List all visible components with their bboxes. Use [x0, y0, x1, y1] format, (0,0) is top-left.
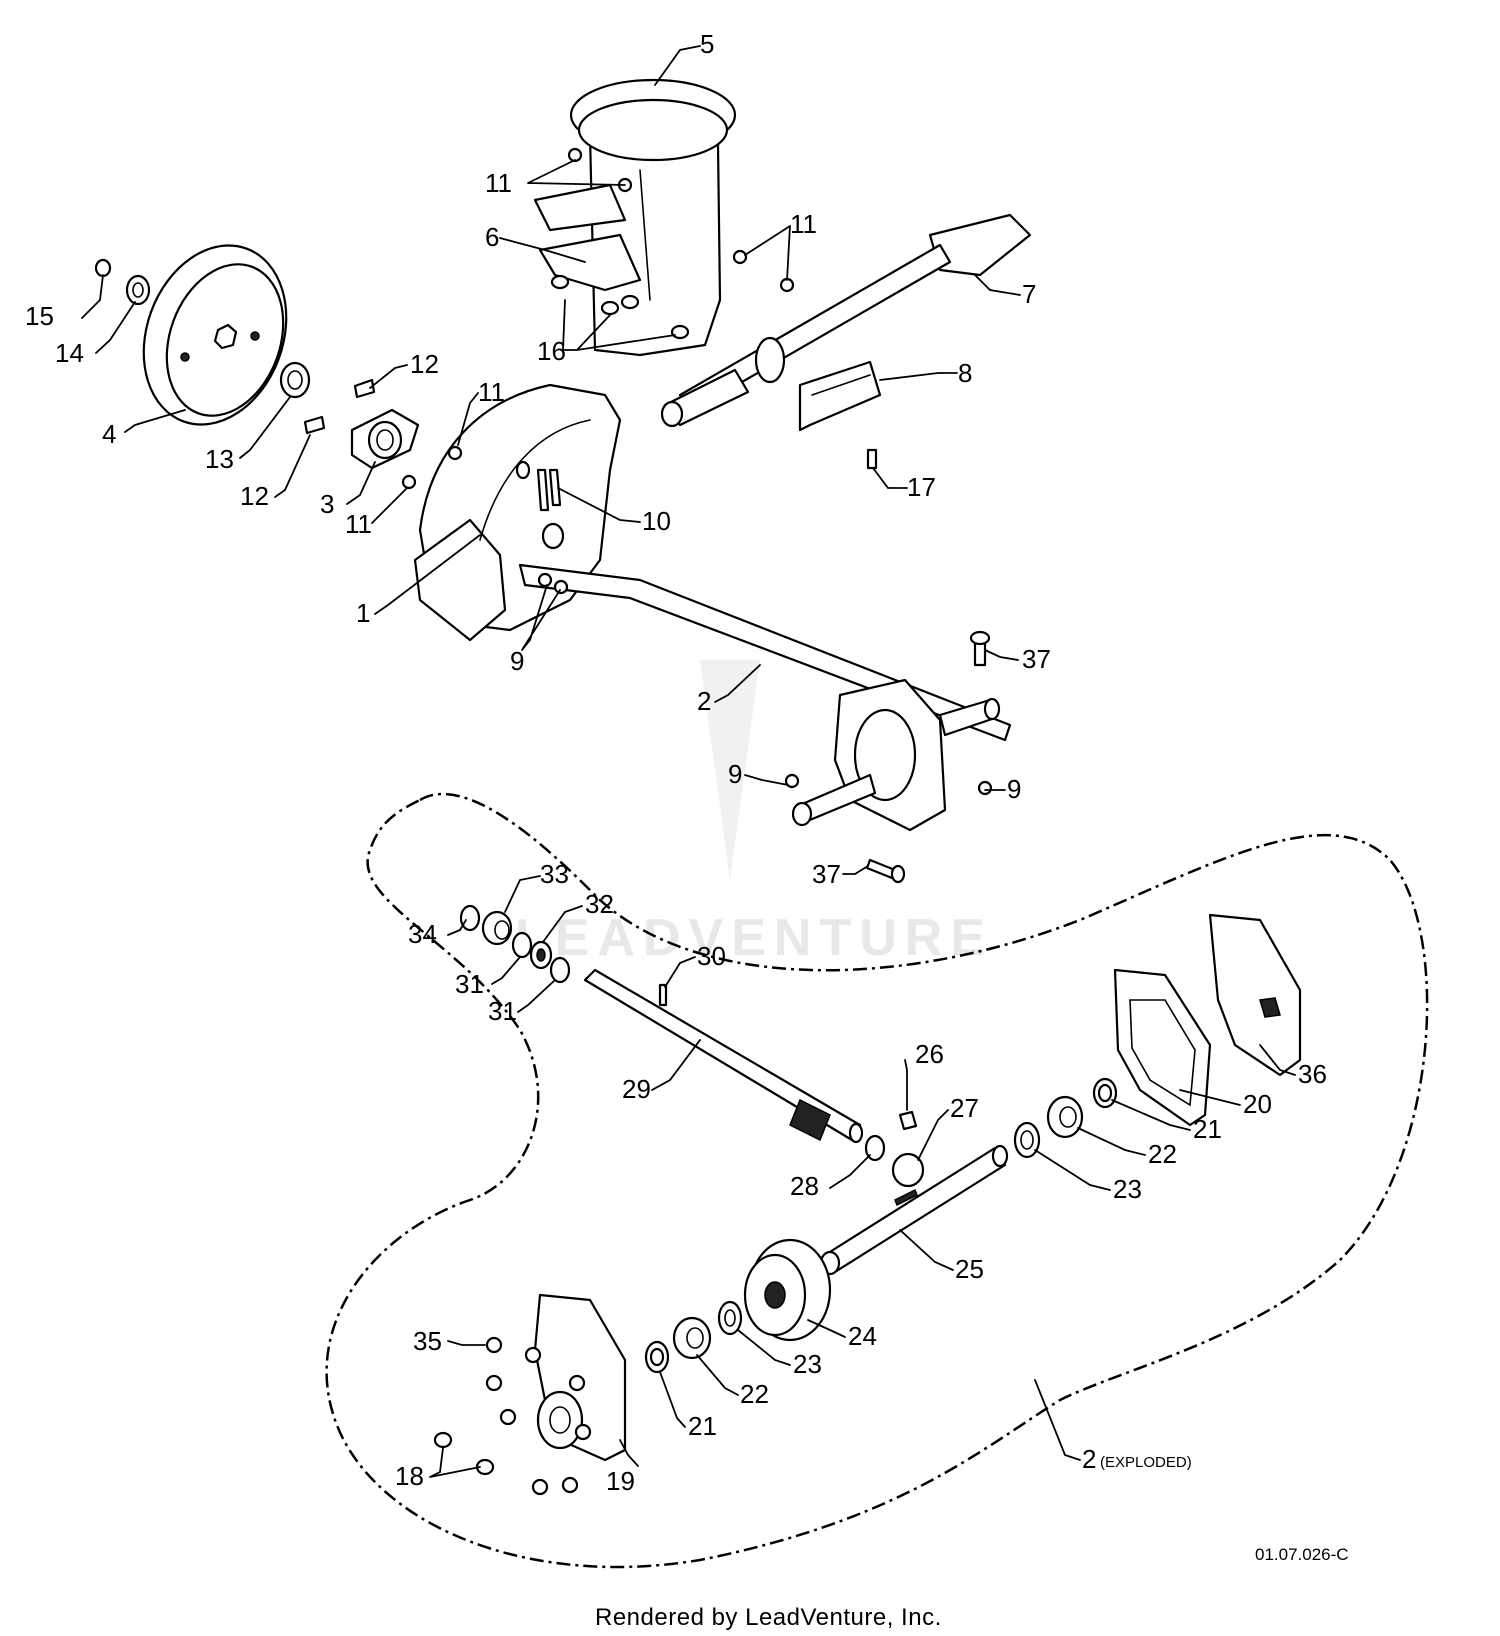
callout-27: 27: [950, 1093, 979, 1123]
callout-12: 12: [240, 481, 269, 511]
callout-23: 23: [1113, 1174, 1142, 1204]
callout-34: 34: [408, 919, 437, 949]
part-8-crank-bracket: [798, 360, 882, 432]
callout-4: 4: [102, 419, 116, 449]
part-30-pin: [658, 983, 668, 1007]
part-15-nut: [94, 258, 112, 278]
leader-lines: [81, 45, 1296, 1478]
watermark-text: LEADVENTURE: [515, 909, 993, 967]
part-3-flange-plate: [350, 408, 420, 470]
part-23-washer-upper: [1013, 1121, 1041, 1159]
part-33-bushing: [481, 910, 513, 946]
part-18-plugs: [433, 1431, 495, 1476]
callout-20: 20: [1243, 1089, 1272, 1119]
callout-10: 10: [642, 506, 671, 536]
part-12-bolt-lower: [303, 415, 326, 435]
callout-11: 11: [790, 209, 817, 239]
callout-14: 14: [55, 338, 84, 368]
exploded-number: 2: [1082, 1444, 1096, 1474]
callout-37: 37: [1022, 644, 1051, 674]
callout-31: 31: [488, 996, 517, 1026]
callout-25: 25: [955, 1254, 984, 1284]
part-10-bolts: [536, 468, 562, 512]
callout-16: 16: [537, 336, 566, 366]
callout-9: 9: [728, 759, 742, 789]
part-22-bushing-upper: [1046, 1095, 1084, 1139]
callout-2: 2: [697, 686, 711, 716]
watermark: LEADVENTURE: [515, 660, 993, 967]
callout-22: 22: [1148, 1139, 1177, 1169]
callout-9: 9: [510, 646, 524, 676]
callout-15: 15: [25, 301, 54, 331]
callout-labels: 5 11 11 6 7 15 14 16 12 8 11 4 13 12 3 1…: [25, 29, 1327, 1496]
part-36-gearbox-half: [1208, 913, 1302, 1077]
callout-21: 21: [688, 1411, 717, 1441]
callout-32: 32: [585, 889, 614, 919]
part-31-washer-b: [549, 956, 571, 984]
part-14-washer: [125, 274, 151, 306]
part-16-screws: [550, 274, 690, 340]
part-27-bushing: [891, 1152, 925, 1188]
part-31-washer-a: [511, 931, 533, 959]
part-24-worm-gear: [743, 1238, 832, 1342]
callout-30: 30: [697, 941, 726, 971]
part-17-screw: [866, 448, 878, 470]
part-12-bolt-upper: [353, 378, 376, 399]
part-22-bushing-lower: [672, 1316, 712, 1360]
callout-5: 5: [700, 29, 714, 59]
callout-11: 11: [478, 377, 505, 407]
callout-31: 31: [455, 969, 484, 999]
callout-23: 23: [793, 1349, 822, 1379]
callout-3: 3: [320, 489, 334, 519]
callout-17: 17: [907, 472, 936, 502]
callout-11: 11: [345, 509, 372, 539]
part-7-chute-crank: [660, 213, 1032, 428]
callout-1: 1: [356, 598, 370, 628]
rendered-by-credit: Rendered by LeadVenture, Inc.: [595, 1604, 942, 1631]
part-34-washer: [459, 904, 481, 932]
exploded-note: (EXPLODED): [1100, 1454, 1192, 1471]
callout-22: 22: [740, 1379, 769, 1409]
part-29-worm-shaft: [583, 968, 864, 1144]
part-4-pulley: [142, 244, 288, 426]
callout-37: 37: [812, 859, 841, 889]
callout-36: 36: [1298, 1059, 1327, 1089]
part-9-nuts: [537, 572, 993, 796]
callout-11: 11: [485, 168, 512, 198]
part-19-gearbox-half: [533, 1293, 627, 1462]
callout-12: 12: [410, 349, 439, 379]
part-1-auger-housing: [413, 383, 622, 642]
exploded-boundary: [325, 792, 1429, 1569]
callout-35: 35: [413, 1326, 442, 1356]
part-37-bolt-lower: [865, 858, 906, 884]
callout-33: 33: [540, 859, 569, 889]
callout-9: 9: [1007, 774, 1021, 804]
part-2-gearbox-assembly: [518, 563, 1012, 832]
callout-13: 13: [205, 444, 234, 474]
part-21-ring-lower: [644, 1340, 670, 1374]
callout-8: 8: [958, 358, 972, 388]
part-23-washer-lower: [717, 1300, 743, 1336]
callout-7: 7: [1022, 279, 1036, 309]
diagram-number: 01.07.026-C: [1255, 1545, 1349, 1564]
callout-24: 24: [848, 1321, 877, 1351]
part-26-key: [898, 1110, 918, 1131]
part-20-gasket: [1113, 968, 1212, 1127]
callout-18: 18: [395, 1461, 424, 1491]
part-13-bearing: [279, 361, 311, 399]
callout-26: 26: [915, 1039, 944, 1069]
part-37-bolt-upper: [969, 630, 991, 667]
callout-6: 6: [485, 222, 499, 252]
part-35-screws: [485, 1336, 592, 1496]
callout-19: 19: [606, 1466, 635, 1496]
callout-29: 29: [622, 1074, 651, 1104]
part-21-ring-upper: [1092, 1077, 1118, 1109]
callout-28: 28: [790, 1171, 819, 1201]
part-28-washer: [864, 1134, 886, 1162]
part-32-seal: [529, 940, 553, 970]
callout-21: 21: [1193, 1114, 1222, 1144]
